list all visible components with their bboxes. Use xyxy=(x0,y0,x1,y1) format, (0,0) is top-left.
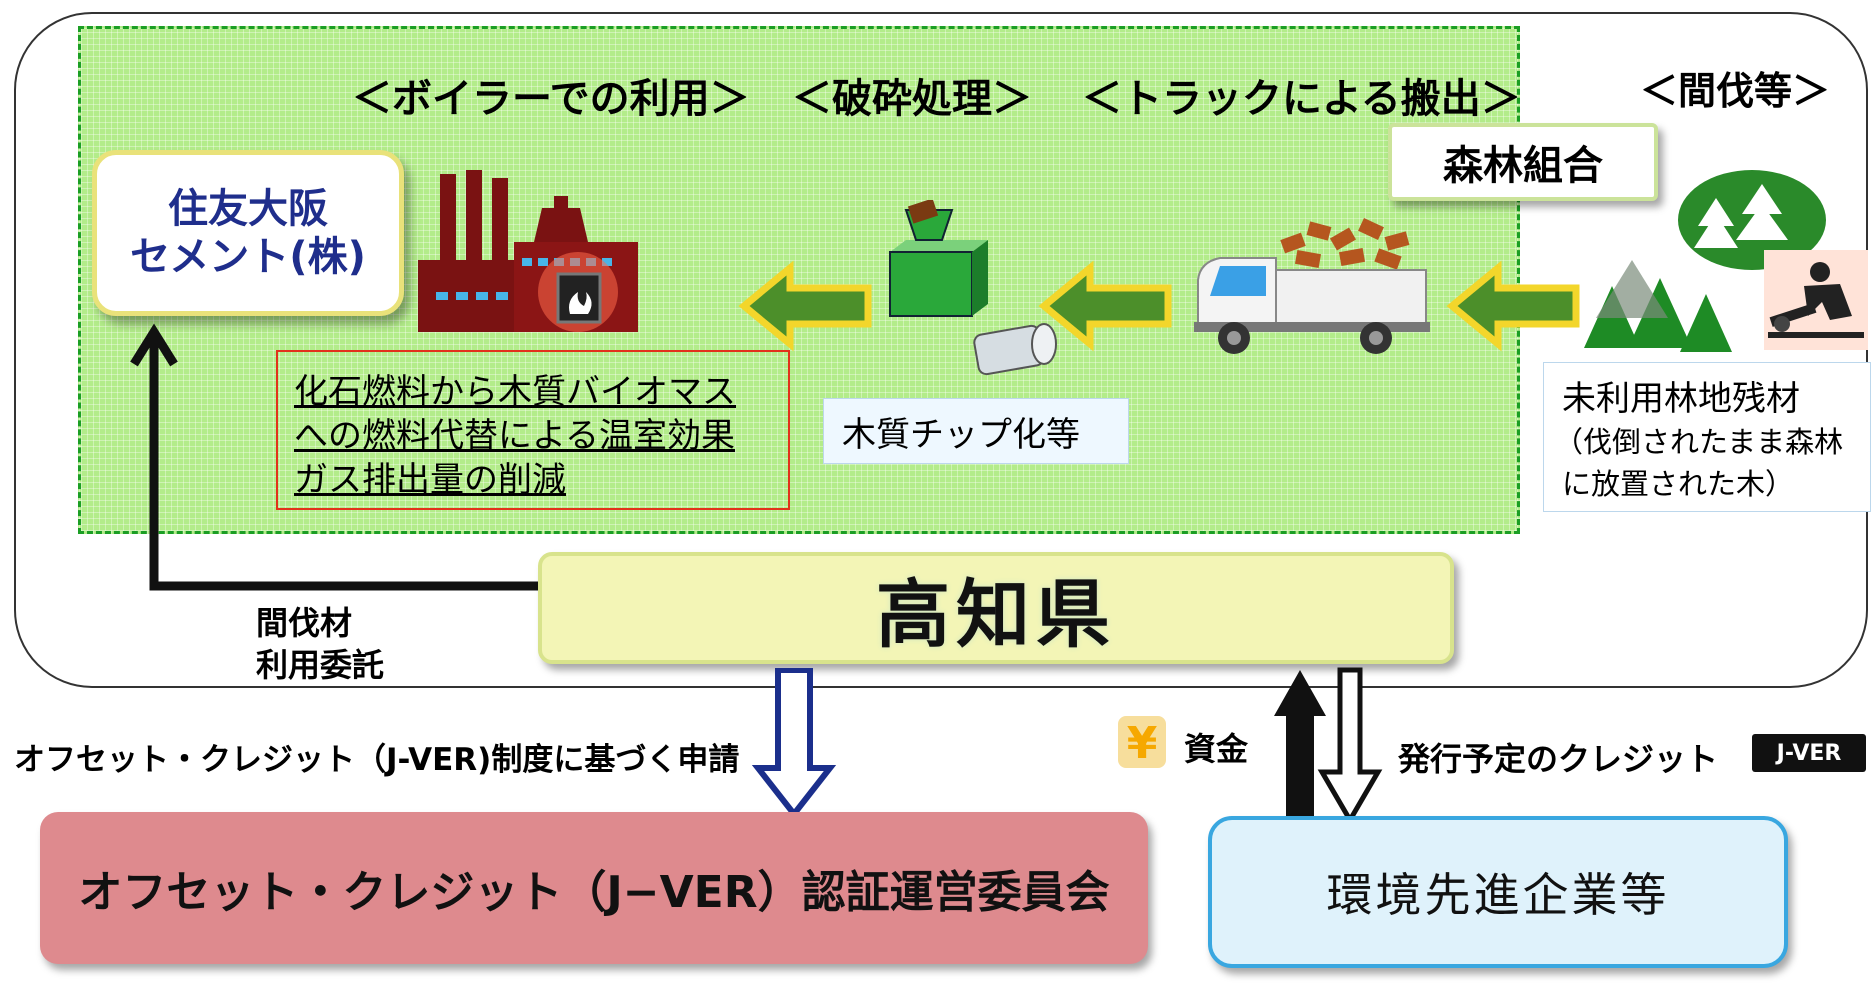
committee-label: オフセット・クレジット（J−VER）認証運営委員会 xyxy=(78,867,1110,918)
kochi-prefecture-box: 高知県 xyxy=(538,552,1454,664)
companies-label: 環境先進企業等 xyxy=(1326,868,1670,922)
sumitomo-line2: セメント(株) xyxy=(130,234,366,280)
wood-chip-box: 木質チップ化等 xyxy=(823,398,1129,464)
stage-crush: ＜破砕処理＞ xyxy=(792,76,1032,122)
jver-committee-box: オフセット・クレジット（J−VER）認証運営委員会 xyxy=(40,812,1148,964)
funds-credit-arrows xyxy=(1274,667,1383,825)
commission-line1: 間伐材 xyxy=(256,604,353,642)
arrow-left-1 xyxy=(738,260,872,352)
stage-boiler: ＜ボイラーでの利用＞ xyxy=(352,76,750,122)
commission-arrow xyxy=(130,323,540,591)
kochi-label: 高知県 xyxy=(876,571,1116,658)
emission-line3: ガス排出量の削減 xyxy=(294,460,566,500)
residue-line1: 未利用林地残材 xyxy=(1562,379,1800,419)
log-icon xyxy=(973,323,1057,376)
arrow-left-2 xyxy=(1038,260,1172,352)
credit-label: 発行予定のクレジット xyxy=(1398,740,1719,778)
application-label: オフセット・クレジット（J-VER)制度に基づく申請 xyxy=(14,742,740,778)
wood-chip-label: 木質チップ化等 xyxy=(842,414,1080,455)
stage-truck: ＜トラックによる搬出＞ xyxy=(1082,76,1521,122)
forest-union-box: 森林組合 xyxy=(1388,123,1658,201)
svg-text:¥: ¥ xyxy=(1127,718,1158,769)
emission-reduction-box xyxy=(276,350,790,510)
trees-icon xyxy=(1584,170,1826,352)
jver-label: J-VER xyxy=(1776,740,1842,766)
sumitomo-line1: 住友大阪 xyxy=(168,186,328,232)
factory-icon xyxy=(418,170,638,332)
yen-icon: ¥ xyxy=(1118,716,1166,769)
stage-thinning: ＜間伐等＞ xyxy=(1640,69,1831,113)
funds-label: 資金 xyxy=(1184,730,1249,768)
sumitomo-box: 住友大阪 セメント(株) xyxy=(92,150,404,316)
forest-union-label: 森林組合 xyxy=(1443,143,1603,189)
commission-line2: 利用委託 xyxy=(256,646,385,684)
logger-icon xyxy=(1764,250,1868,350)
emission-line2: への燃料代替による温室効果 xyxy=(294,416,735,456)
residue-line2: （伐倒されたまま森林 xyxy=(1554,425,1844,459)
emission-line1: 化石燃料から木質バイオマス xyxy=(294,372,736,412)
jver-badge: J-VER xyxy=(1752,734,1866,772)
residue-line3: に放置された木） xyxy=(1562,467,1795,501)
chipper-icon xyxy=(889,200,988,317)
application-arrow xyxy=(751,668,837,819)
arrow-left-3 xyxy=(1446,260,1580,352)
advanced-companies-box: 環境先進企業等 xyxy=(1208,816,1788,968)
truck-icon xyxy=(1194,218,1430,354)
unused-residue-box: 未利用林地残材 （伐倒されたまま森林 に放置された木） xyxy=(1543,362,1871,512)
